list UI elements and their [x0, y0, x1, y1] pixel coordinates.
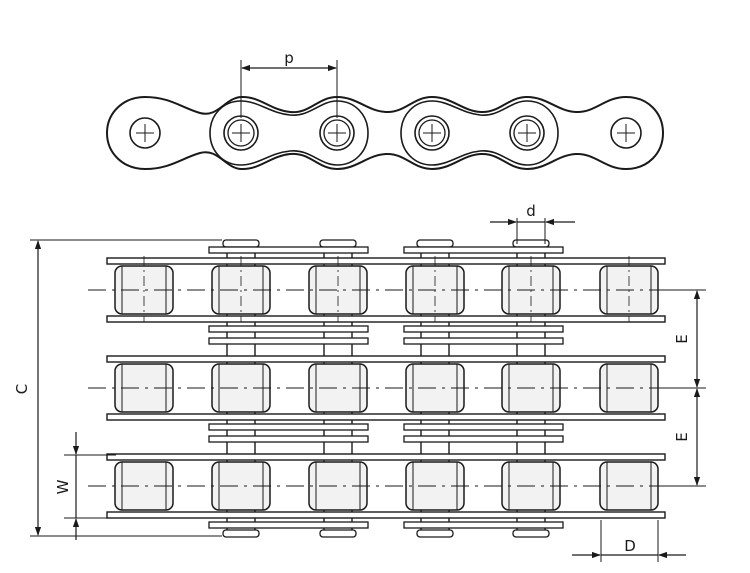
side-view-holes: [129, 115, 642, 151]
pin-head-bottom: [512, 529, 550, 538]
plan-view: [88, 239, 672, 538]
inner-width-label: W: [54, 479, 72, 494]
pitch-label: p: [284, 49, 294, 67]
inner-link-plate-right: [400, 100, 559, 166]
outer-link-plate: [208, 246, 369, 254]
dimension-d: d: [490, 202, 575, 244]
chain-link-outline: [105, 95, 665, 171]
dimension-W: W: [54, 432, 116, 540]
inner-link-plate: [106, 511, 666, 519]
inner-link-plate: [106, 257, 666, 265]
inner-link-plate-left: [209, 100, 369, 166]
pin-head-top: [416, 239, 454, 248]
dimension-E: E E: [660, 289, 706, 487]
pin-head-bottom: [222, 529, 260, 538]
pin-head-top: [512, 239, 550, 248]
roller-diameter-label: D: [624, 537, 636, 555]
strand-spacing-label-upper: E: [673, 334, 691, 343]
inner-link-plate: [106, 355, 666, 363]
outer-link-plate: [208, 337, 369, 345]
pin-head-top: [222, 239, 260, 248]
outer-link-plate: [403, 435, 564, 443]
pin-diameter-label: d: [526, 202, 536, 220]
inner-link-plate: [106, 453, 666, 461]
outer-link-plate: [208, 521, 369, 529]
outer-link-plate: [208, 325, 369, 333]
outer-link-plate: [403, 246, 564, 254]
overall-width-label: C: [13, 384, 31, 394]
outer-link-plate: [208, 435, 369, 443]
pin-head-bottom: [416, 529, 454, 538]
dimension-D: D: [572, 520, 686, 562]
dimension-C: C: [13, 239, 222, 537]
pin-head-top: [319, 239, 357, 248]
outer-link-plate: [403, 423, 564, 431]
outer-link-plate: [403, 325, 564, 333]
outer-link-plate: [208, 423, 369, 431]
side-view: p: [105, 49, 665, 171]
pitch-dimension: p: [240, 49, 338, 118]
strand-spacing-label-lower: E: [673, 432, 691, 441]
outer-link-plate: [403, 521, 564, 529]
inner-link-plate: [106, 315, 666, 323]
outer-link-plate: [403, 337, 564, 345]
pin-head-bottom: [319, 529, 357, 538]
inner-link-plate: [106, 413, 666, 421]
